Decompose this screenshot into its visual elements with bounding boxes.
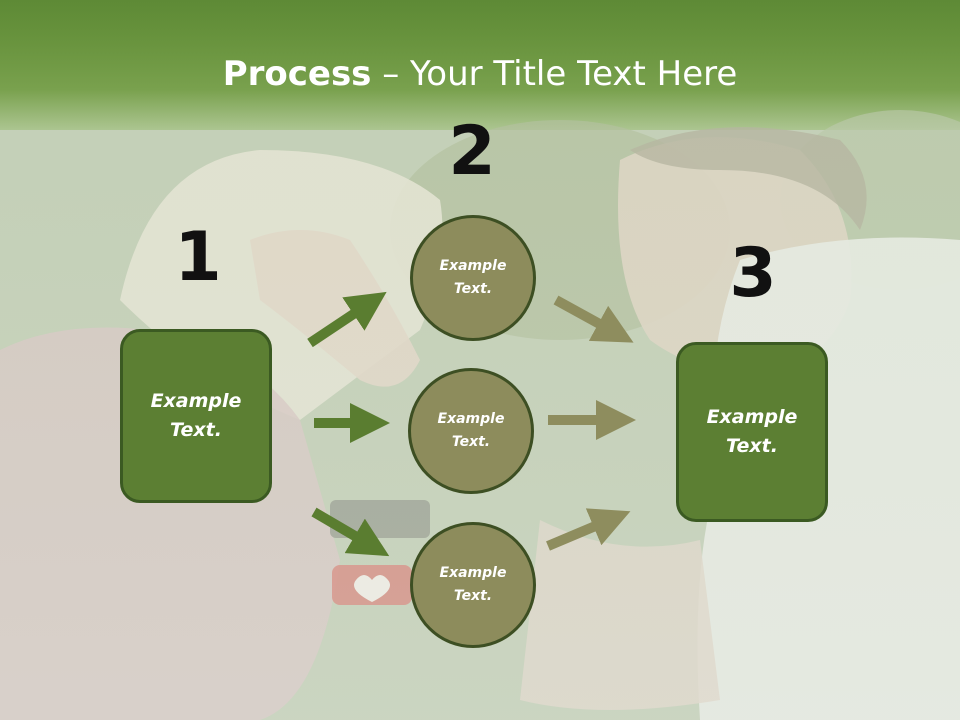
step-number-2: 2 (448, 112, 496, 191)
process-circle-bottom[interactable]: Example Text. (410, 522, 536, 648)
step-number-3: 3 (729, 234, 777, 313)
step-number-1: 1 (174, 218, 222, 297)
title-rest-part: – Your Title Text Here (371, 54, 738, 94)
title-bold-part: Process (222, 54, 372, 94)
arrow-right-lower (546, 508, 631, 551)
process-box-left[interactable]: Example Text. (120, 329, 272, 503)
process-box-left-text: Example Text. (150, 390, 242, 441)
process-box-right[interactable]: Example Text. (676, 342, 828, 522)
process-box-right-text: Example Text. (706, 406, 798, 457)
process-circle-middle-text: Example Text. (437, 411, 505, 450)
arrow-left-upper (307, 291, 387, 348)
process-circle-top-text: Example Text. (439, 258, 507, 297)
process-circle-top[interactable]: Example Text. (410, 215, 536, 341)
slide-title: Process – Your Title Text Here (0, 52, 960, 96)
process-circle-middle[interactable]: Example Text. (408, 368, 534, 494)
arrow-right-upper (553, 295, 634, 343)
arrow-left-lower (311, 507, 390, 557)
process-circle-bottom-text: Example Text. (439, 565, 507, 604)
